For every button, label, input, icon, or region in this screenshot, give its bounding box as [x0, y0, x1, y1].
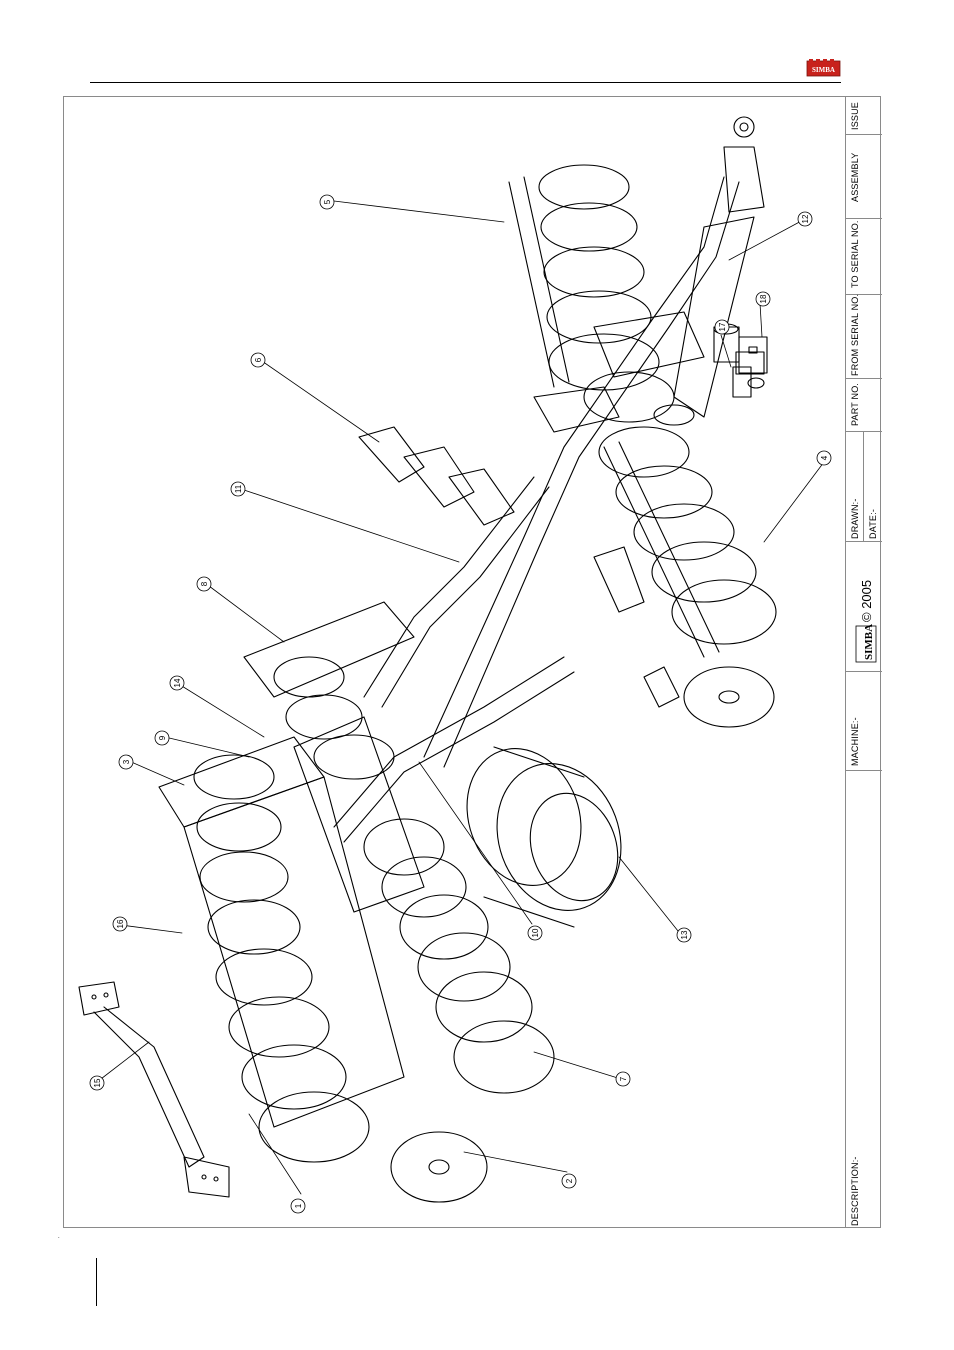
callout-6: 6: [254, 357, 263, 362]
callout-13: 13: [680, 930, 689, 939]
callout-12: 12: [801, 214, 810, 223]
callout-16: 16: [116, 919, 125, 928]
callout-11: 11: [234, 484, 243, 493]
drawn-label: DRAWN:-: [850, 498, 860, 539]
callout-3: 3: [122, 759, 131, 764]
brand-text: SIMBA: [863, 624, 875, 660]
issue-label: ISSUE: [850, 102, 860, 130]
callout-14: 14: [173, 678, 182, 687]
callout-9: 9: [158, 735, 167, 740]
assembly-label: ASSEMBLY: [850, 153, 860, 202]
copyright-text: © 2005: [859, 580, 874, 622]
machine-label: MACHINE:-: [850, 717, 860, 766]
title-block: ISSUE ASSEMBLY TO SERIAL NO. FROM SERIAL…: [845, 96, 881, 1228]
date-label: DATE:-: [868, 509, 878, 539]
callout-2: 2: [565, 1178, 574, 1183]
description-label: DESCRIPTION:-: [850, 1156, 860, 1226]
callout-15: 15: [93, 1078, 102, 1087]
callout-4: 4: [820, 455, 829, 460]
brand-box: SIMBA © 2005: [850, 568, 878, 668]
callout-8: 8: [200, 581, 209, 586]
callout-7: 7: [619, 1076, 628, 1081]
callout-5: 5: [323, 199, 332, 204]
callout-10: 10: [531, 928, 540, 937]
callout-1: 1: [294, 1203, 303, 1208]
to-serial-label: TO SERIAL NO.: [850, 220, 860, 288]
callout-18: 18: [759, 294, 768, 303]
page-dot: .: [58, 1234, 60, 1240]
from-serial-label: FROM SERIAL NO.: [850, 294, 860, 376]
page-margin-mark: [96, 1258, 97, 1306]
callout-17: 17: [718, 322, 727, 331]
part-no-label: PART NO.: [850, 383, 860, 426]
